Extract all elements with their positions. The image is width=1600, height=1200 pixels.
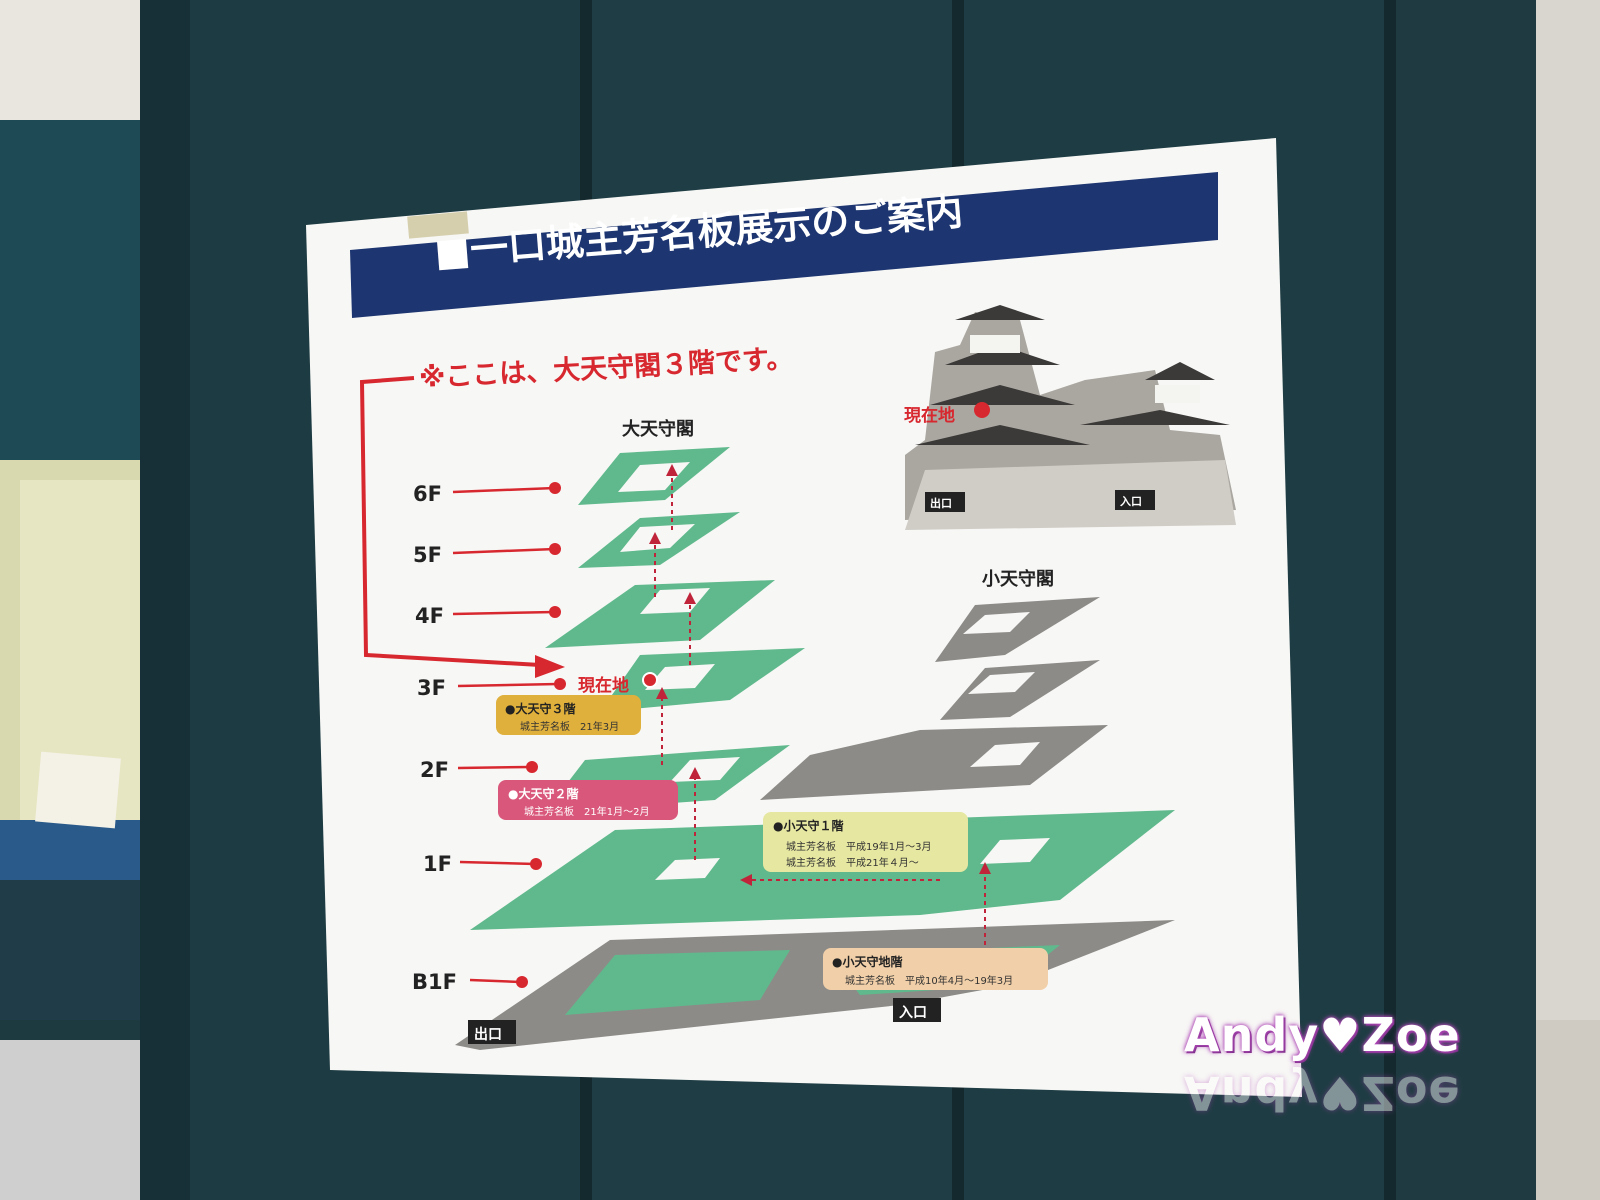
floor-label-1f: 1F [423, 852, 452, 876]
floor-label-2f: 2F [420, 758, 449, 782]
box-main-3f [496, 695, 641, 735]
entrance-tag [893, 998, 941, 1022]
floor-4f-shape [545, 580, 775, 648]
title-bar [350, 172, 1218, 318]
floor-label-3f: 3F [417, 676, 446, 700]
box-main-2f-title: ●大天守２階 [508, 787, 579, 801]
castle-entrance-label: 入口 [1120, 495, 1142, 508]
castle-illustration [905, 305, 1236, 530]
exit-tag [468, 1020, 516, 1044]
box-main-2f [498, 780, 678, 820]
box-small-b1-title: ●小天守地階 [832, 955, 903, 969]
entrance-label: 入口 [899, 1005, 927, 1021]
current-location-map: 現在地 [578, 676, 629, 696]
box-small-b1-line: 城主芳名板 平成10年4月～19年3月 [845, 976, 1014, 987]
box-small-1f-line2: 城主芳名板 平成21年４月～ [786, 858, 919, 869]
small-keep-label: 小天守閣 [982, 569, 1054, 590]
main-keep-label: 大天守閣 [622, 419, 694, 440]
box-small-1f-title: ●小天守１階 [773, 819, 844, 833]
floor-label-b1f: B1F [412, 970, 457, 994]
box-small-b1 [823, 948, 1048, 990]
box-main-3f-title: ●大天守３階 [505, 702, 576, 716]
current-location-castle: 現在地 [904, 406, 955, 426]
exit-label: 出口 [474, 1027, 502, 1043]
box-main-3f-line: 城主芳名板 21年3月 [520, 722, 620, 733]
floor-label-5f: 5F [413, 543, 442, 567]
floor-label-6f: 6F [413, 482, 442, 506]
box-small-1f-line1: 城主芳名板 平成19年1月～3月 [786, 842, 932, 853]
watermark-reflection: Andy♥Zoe [1184, 1066, 1461, 1120]
castle-exit-label: 出口 [930, 497, 952, 510]
watermark: Andy♥Zoe [1184, 1008, 1461, 1062]
floor-label-4f: 4F [415, 604, 444, 628]
box-main-2f-line: 城主芳名板 21年1月～2月 [524, 807, 650, 818]
box-small-1f [763, 812, 968, 872]
floor-3f-shape [600, 648, 805, 712]
